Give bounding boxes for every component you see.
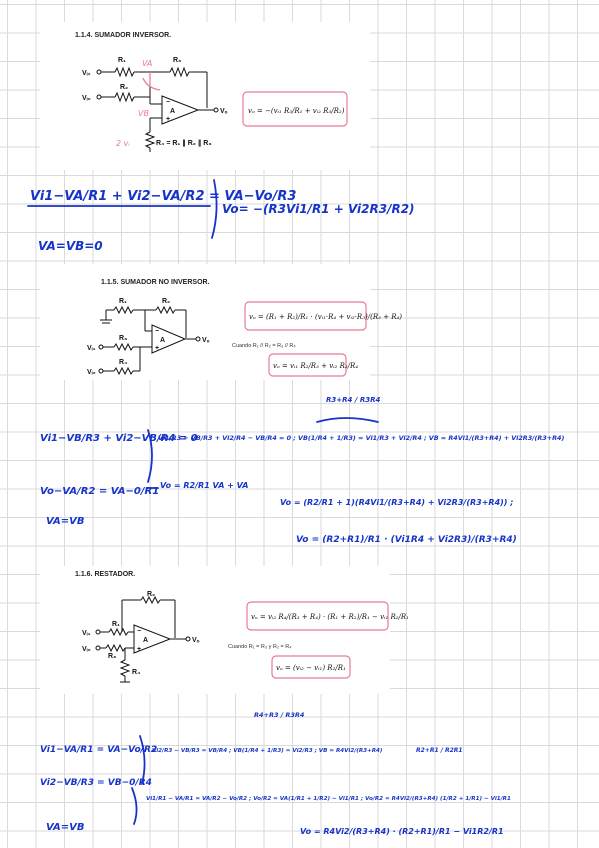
hw-top-115: R3+R4 / R3R4 [326, 396, 380, 404]
label-r3-116: R₃ [108, 653, 116, 660]
label-vo-114: Vₒ [220, 108, 228, 115]
formula-116: vₒ = vᵢ₂ R₄/(R₃ + R₄) · (R₁ + R₂)/R₁ − v… [251, 613, 409, 621]
hw-l1-115: Vi1−VB/R3 + Vi2−VB/R4 = 0 [40, 433, 198, 444]
condition-116: Cuando R₁ = R₃ y R₂ = R₄ [228, 644, 292, 650]
label-r4-116: R₄ [132, 669, 140, 676]
hw-l1b-116: Vi2/R3 − VB/R3 = VB/R4 ; VB(1/R4 + 1/R3)… [152, 748, 383, 754]
label-r3-114: R₃ [173, 57, 181, 64]
label-r4-114: R₄ = R₁ ∥ R₂ ∥ R₃ [156, 139, 212, 147]
formula-115: vₒ = (R₁ + R₂)/R₁ · (vᵢ₁·R₄ + vᵢ₂·R₃)/(R… [249, 313, 402, 321]
label-r2-116: R₂ [147, 591, 155, 598]
label-vo-115: Vₒ [202, 337, 210, 344]
label-r2-114: R₂ [120, 84, 128, 91]
hw-l3-116: Vo = R4Vi2/(R3+R4) · (R2+R1)/R1 − Vi1R2/… [300, 827, 504, 836]
hw-l3-115: Vo = (R2/R1 + 1)(R4Vi1/(R3+R4) + Vi2R3/(… [280, 498, 513, 507]
hw-l2b-115: Vo = R2/R1 VA + VA [160, 481, 249, 490]
hw-l2-115: Vo−VA/R2 = VA−0/R1 [40, 486, 159, 497]
annot-zero-114: 2 vᵢ [116, 139, 130, 148]
label-vi2-114: Vᵢ₂ [82, 95, 91, 102]
formula-box-simpl-116 [271, 655, 351, 679]
formula-box-116 [246, 601, 389, 631]
hw-l2b-116: Vi1/R1 − VA/R1 = VA/R2 − Vo/R2 ; Vo/R2 =… [146, 796, 511, 802]
svg-text:+: + [155, 345, 159, 352]
annot-va-114: VA [142, 59, 152, 68]
label-r2-115: R₂ [162, 298, 170, 305]
hw-cond-114: VA=VB=0 [38, 239, 103, 253]
handwriting-115: R3+R4 / R3R4 Vi1−VB/R3 + Vi2−VB/R4 = 0 V… [40, 396, 564, 545]
svg-text:−: − [155, 328, 159, 335]
circuit-115: − + [98, 305, 201, 376]
label-vi2-116: Vᵢ₂ [82, 646, 91, 653]
label-a-114: A [170, 108, 175, 115]
label-r1-116: R₁ [112, 621, 120, 628]
label-r3-115: R₃ [119, 335, 127, 342]
svg-text:+: + [137, 646, 141, 653]
heading-115: 1.1.5. SUMADOR NO INVERSOR. [101, 279, 210, 286]
circuit-114: − + [96, 66, 219, 152]
label-r4-115: R₄ [119, 359, 127, 366]
svg-text:−: − [137, 628, 141, 635]
heading-116: 1.1.6. RESTADOR. [75, 571, 135, 578]
hw-cond-116: VA=VB [46, 822, 85, 833]
formula-simpl-115: vₒ = vᵢ₁ R₂/R₃ + vᵢ₂ R₂/R₄ [273, 362, 358, 370]
hw-l1-116: Vi1−VA/R1 = VA−Vo/R2 [40, 745, 157, 755]
hw-l1b-115: Vi1/R3 − VB/R3 + Vi2/R4 − VB/R4 = 0 ; VB… [158, 434, 564, 442]
heading-114: 1.1.4. SUMADOR INVERSOR. [75, 32, 171, 39]
hw-l4-115: Vo = (R2+R1)/R1 · (Vi1R4 + Vi2R3)/(R3+R4… [296, 535, 517, 545]
hw-side-116: R2+R1 / R2R1 [416, 747, 463, 754]
formula-114: vₒ = −(vᵢ₁ R₃/R₁ + vᵢ₂ R₃/R₂) [248, 107, 345, 115]
label-vo-116: Vₒ [192, 637, 200, 644]
svg-text:+: + [166, 116, 170, 123]
label-vi1-114: Vᵢ₁ [82, 70, 91, 77]
hw-top-116: R4+R3 / R3R4 [254, 711, 305, 719]
circuit-116: − + [95, 595, 191, 683]
label-r1-114: R₁ [118, 57, 126, 64]
formula-simpl-116: vₒ = (vᵢ₂ − vᵢ₁) R₂/R₁ [276, 664, 346, 672]
label-vi2-115: Vᵢ₂ [87, 369, 96, 376]
svg-text:−: − [166, 99, 170, 106]
hw-kcl-114: Vi1−VA/R1 + Vi2−VA/R2 = VA−Vo/R3 [30, 189, 296, 204]
label-vi1-115: Vᵢ₁ [87, 345, 96, 352]
handwriting-114: Vi1−VA/R1 + Vi2−VA/R2 = VA−Vo/R3 Vo= −(R… [27, 179, 415, 253]
label-a-116: A [143, 637, 148, 644]
label-vi1-116: Vᵢ₁ [82, 630, 91, 637]
label-a-115: A [160, 337, 165, 344]
hw-l2-116: Vi2−VB/R3 = VB−0/R4 [40, 778, 152, 788]
formula-box-114 [242, 91, 348, 127]
condition-115: Cuando R₁ // R₂ = R₃ // R₄ [232, 343, 296, 349]
formula-box-simpl-115 [268, 353, 347, 377]
annot-vb-114: VB [138, 109, 149, 118]
formula-box-115 [244, 301, 367, 331]
hw-cond-115: VA=VB [46, 516, 85, 527]
handwriting-116: R4+R3 / R3R4 Vi1−VA/R1 = VA−Vo/R2 Vi2/R3… [40, 711, 511, 836]
label-r1-115: R₁ [119, 298, 127, 305]
hw-result-114: Vo= −(R3Vi1/R1 + Vi2R3/R2) [222, 202, 415, 216]
